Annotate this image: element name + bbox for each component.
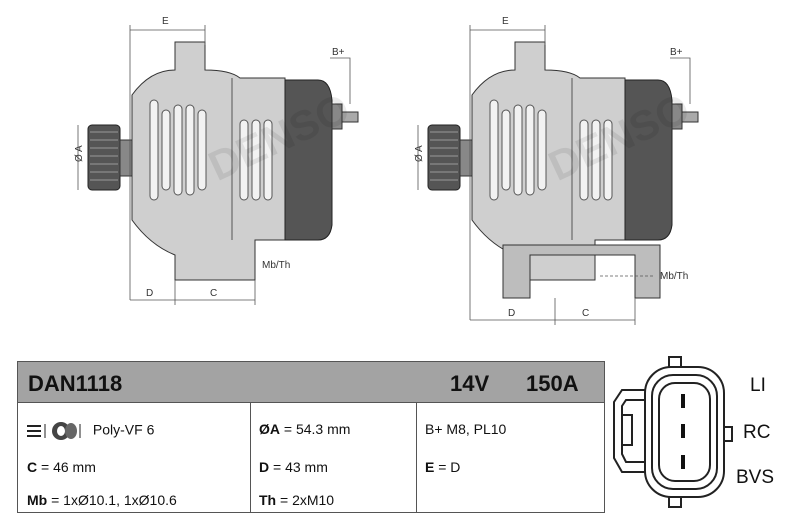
dim-mbth-left: Mb/Th xyxy=(262,260,290,271)
voltage: 14V xyxy=(450,371,490,396)
dim-mbth-right: Mb/Th xyxy=(660,271,688,282)
pin-label-li: LI xyxy=(750,375,766,396)
th-key: Th xyxy=(259,492,277,508)
pin-label-bvs: BVS xyxy=(736,467,775,488)
d-value: = 43 mm xyxy=(269,459,328,475)
d-key: D xyxy=(259,459,270,475)
spec-column-1: Poly-VF 6 C = 46 mm Mb = 1xØ10.1, 1xØ10.… xyxy=(18,402,251,512)
dim-bplus-left: B+ xyxy=(332,47,345,58)
a-key: ØA xyxy=(259,421,280,437)
e-key: E xyxy=(425,459,435,475)
terminal-spec: B+ M8, PL10 xyxy=(425,421,507,437)
c-key: C xyxy=(27,459,38,475)
pin-label-rc: RC xyxy=(743,422,771,443)
dim-c-spec: C = 46 mm xyxy=(27,459,96,475)
spec-column-2: ØA = 54.3 mm D = 43 mm Th = 2xM10 xyxy=(250,402,417,512)
dim-e-spec: E = D xyxy=(425,459,460,475)
spec-header: DAN1118 14V 150A xyxy=(18,362,604,403)
a-value: = 54.3 mm xyxy=(280,421,351,437)
mb-value: = 1xØ10.1, 1xØ10.6 xyxy=(47,492,177,508)
pulley-spec: Poly-VF 6 xyxy=(27,421,154,441)
dim-d-right: D xyxy=(508,308,515,319)
alternator-drawings: DENSO DENSO E B+ Ø A Mb/Th D C E B+ Ø A … xyxy=(74,16,699,325)
dim-e-right: E xyxy=(502,16,509,27)
part-number: DAN1118 xyxy=(28,371,123,396)
alternator-right xyxy=(427,41,699,299)
mb-spec: Mb = 1xØ10.1, 1xØ10.6 xyxy=(27,492,177,508)
dim-a-left: Ø A xyxy=(74,145,85,162)
e-value: = D xyxy=(434,459,461,475)
spec-table: DAN1118 14V 150A Poly-VF 6 C = 46 mm Mb … xyxy=(17,361,605,513)
dim-a-right: Ø A xyxy=(414,145,425,162)
pulley-type: Poly-VF 6 xyxy=(92,421,155,438)
pulley-icon xyxy=(27,422,81,440)
th-spec: Th = 2xM10 xyxy=(259,492,334,508)
current: 150A xyxy=(526,371,579,396)
c-value: = 46 mm xyxy=(37,459,96,475)
dim-d-spec: D = 43 mm xyxy=(259,459,328,475)
mb-key: Mb xyxy=(27,492,48,508)
connector-diagram xyxy=(613,356,733,508)
th-value: = 2xM10 xyxy=(276,492,335,508)
dim-a-spec: ØA = 54.3 mm xyxy=(259,421,350,437)
dim-e-left: E xyxy=(162,16,169,27)
spec-column-3: B+ M8, PL10 E = D xyxy=(416,402,604,512)
dim-bplus-right: B+ xyxy=(670,47,683,58)
dim-d-left: D xyxy=(146,288,153,299)
dim-c-left: C xyxy=(210,288,217,299)
dim-c-right: C xyxy=(582,308,589,319)
